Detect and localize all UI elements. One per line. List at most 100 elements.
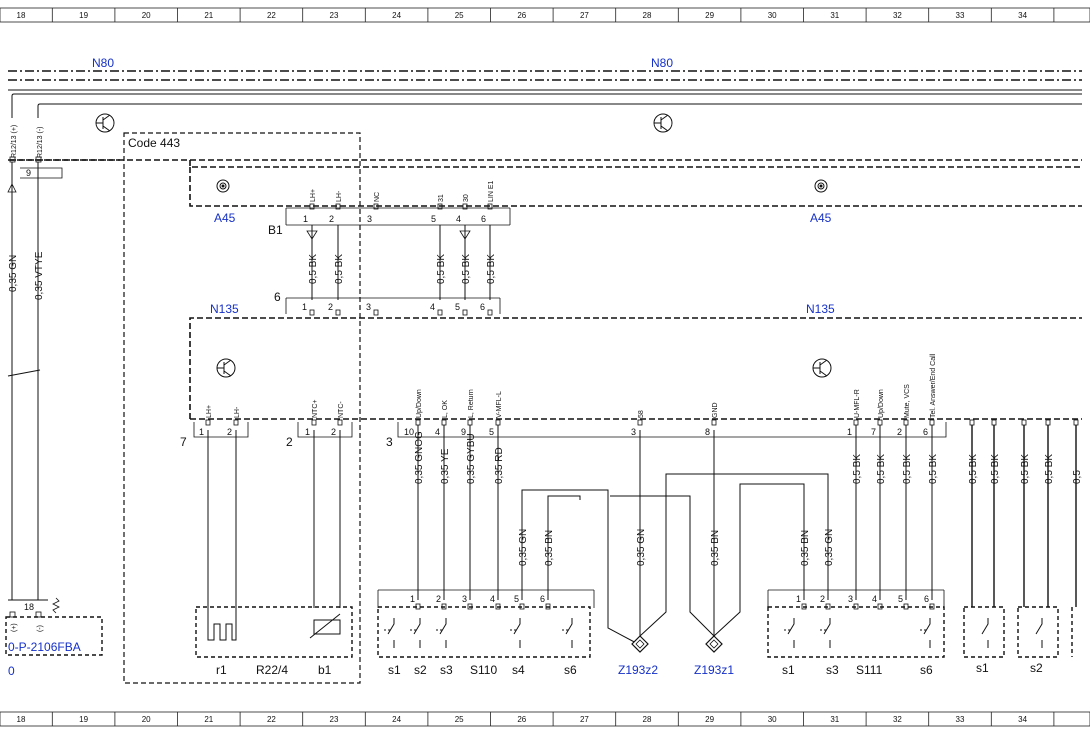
pin-number: 4 bbox=[435, 427, 440, 437]
n135-lower-connector-frames bbox=[193, 422, 947, 438]
pin-terminal bbox=[415, 603, 421, 610]
pin-signal-label: LH+ bbox=[310, 189, 317, 202]
ruler-number: 22 bbox=[267, 715, 276, 724]
wire-label: 0,35 RD bbox=[494, 447, 505, 484]
a45-right-label: A45 bbox=[810, 211, 832, 225]
ruler-number: 21 bbox=[204, 715, 213, 724]
pin-signal-label: L, OK bbox=[442, 400, 449, 418]
splice-z2-wire: 0,35 BN bbox=[710, 530, 721, 566]
r12-conn-1-label: R12/13 (+) bbox=[11, 125, 18, 158]
pin-number: 1 bbox=[796, 594, 801, 604]
wire-label: 0,5 BK bbox=[461, 254, 472, 284]
wire-label: 0,5 BK bbox=[486, 254, 497, 284]
ruler-number: 19 bbox=[79, 11, 88, 20]
pin-signal-label: Mute, VCS bbox=[904, 384, 911, 418]
pin-terminal bbox=[487, 309, 493, 316]
wire-label: 0,5 BK bbox=[334, 254, 345, 284]
splice-z1-label: Z193z2 bbox=[618, 663, 658, 677]
conn7-name: 7 bbox=[180, 435, 187, 449]
pin-signal-label: Up/Down bbox=[416, 389, 423, 418]
pin-terminal bbox=[462, 203, 468, 210]
pin-9-label: 9 bbox=[26, 168, 31, 178]
pin-terminal bbox=[495, 419, 501, 426]
ruler-number: 32 bbox=[893, 715, 902, 724]
switch-contact bbox=[823, 618, 831, 648]
pin-number: 8 bbox=[705, 427, 710, 437]
code-443-box bbox=[123, 132, 361, 684]
pin-terminal bbox=[991, 419, 997, 426]
link-label[interactable]: 0-P-2106FBA bbox=[8, 640, 81, 654]
ruler-number: 27 bbox=[580, 11, 589, 20]
ruler-number: 29 bbox=[705, 715, 714, 724]
pin-number: 3 bbox=[848, 594, 853, 604]
ruler-number: 21 bbox=[204, 11, 213, 20]
ruler-number: 18 bbox=[17, 715, 26, 724]
ruler-number: 33 bbox=[956, 715, 965, 724]
wire-label: 0,5 BK bbox=[1044, 454, 1055, 484]
ruler-number: 26 bbox=[517, 11, 526, 20]
pin-terminal bbox=[495, 603, 501, 610]
n80-bus bbox=[8, 70, 1082, 118]
n135-top-connector bbox=[285, 297, 501, 314]
splice-z2-label: Z193z1 bbox=[694, 663, 734, 677]
pin-number: 7 bbox=[871, 427, 876, 437]
b1-label: B1 bbox=[268, 223, 283, 237]
pin-terminal bbox=[467, 603, 473, 610]
wire-label: 0,5 BK bbox=[968, 454, 979, 484]
pin-terminal bbox=[205, 419, 211, 426]
ruler-number: 30 bbox=[768, 11, 777, 20]
ruler-number: 32 bbox=[893, 11, 902, 20]
pin-number: 2 bbox=[331, 427, 336, 437]
ground-symbol bbox=[306, 230, 318, 240]
splice-wires bbox=[610, 430, 829, 637]
pin-number: 4 bbox=[456, 214, 461, 224]
pin-terminal bbox=[903, 603, 909, 610]
ruler-number: 23 bbox=[330, 715, 339, 724]
pin-number: 1 bbox=[410, 594, 415, 604]
wire-label: 0,5 BK bbox=[1020, 454, 1031, 484]
ruler-number: 23 bbox=[330, 11, 339, 20]
pin-signal-label: Up/Down bbox=[878, 389, 885, 418]
ground-symbol bbox=[459, 230, 471, 240]
switch-contact bbox=[513, 618, 521, 648]
ruler-number: 25 bbox=[455, 715, 464, 724]
pin-signal-label: LH- bbox=[234, 406, 241, 418]
pin-signal-label: U-MFL-R bbox=[854, 389, 861, 418]
s110-sw-s1: s1 bbox=[388, 663, 401, 677]
pin-signal-label: NTC- bbox=[338, 401, 345, 418]
ruler-number: 18 bbox=[17, 11, 26, 20]
pin-signal-label: GND bbox=[712, 402, 719, 418]
pin-number: 1 bbox=[199, 427, 204, 437]
code-443-label: Code 443 bbox=[128, 136, 180, 150]
pin-terminal bbox=[637, 419, 643, 426]
pin-number: 9 bbox=[461, 427, 466, 437]
pin-terminal bbox=[335, 309, 341, 316]
s110-sw-s4: s4 bbox=[512, 663, 525, 677]
pin-terminal bbox=[969, 419, 975, 426]
ruler-number: 31 bbox=[830, 715, 839, 724]
n135-top-conn-name: 6 bbox=[274, 290, 281, 304]
pin-terminal bbox=[437, 309, 443, 316]
switch-contact bbox=[387, 618, 395, 648]
pin-number: 6 bbox=[924, 594, 929, 604]
ruler-number: 30 bbox=[768, 715, 777, 724]
s110-sw-s3: s3 bbox=[440, 663, 453, 677]
ruler-number: 27 bbox=[580, 715, 589, 724]
pin-terminal bbox=[441, 419, 447, 426]
wire-label: 0,5 BK bbox=[902, 454, 913, 484]
pin-signal-label: V-MFL-L bbox=[496, 391, 503, 418]
pin-terminal bbox=[711, 419, 717, 426]
n135-left-label: N135 bbox=[210, 302, 239, 316]
s111-component bbox=[767, 589, 945, 658]
wire-label: 0,5 bbox=[1072, 470, 1083, 484]
pin-terminal bbox=[853, 419, 859, 426]
zero-label: 0 bbox=[8, 664, 15, 678]
wire-label: 0,5 BK bbox=[928, 454, 939, 484]
pin-number: 6 bbox=[923, 427, 928, 437]
pin-signal-label: 30 bbox=[463, 194, 470, 202]
pin-number: 1 bbox=[305, 427, 310, 437]
splice-z1-wire: 0,35 GN bbox=[636, 529, 647, 566]
transistor-icon bbox=[95, 113, 115, 133]
pin-signal-label: 58 bbox=[638, 410, 645, 418]
